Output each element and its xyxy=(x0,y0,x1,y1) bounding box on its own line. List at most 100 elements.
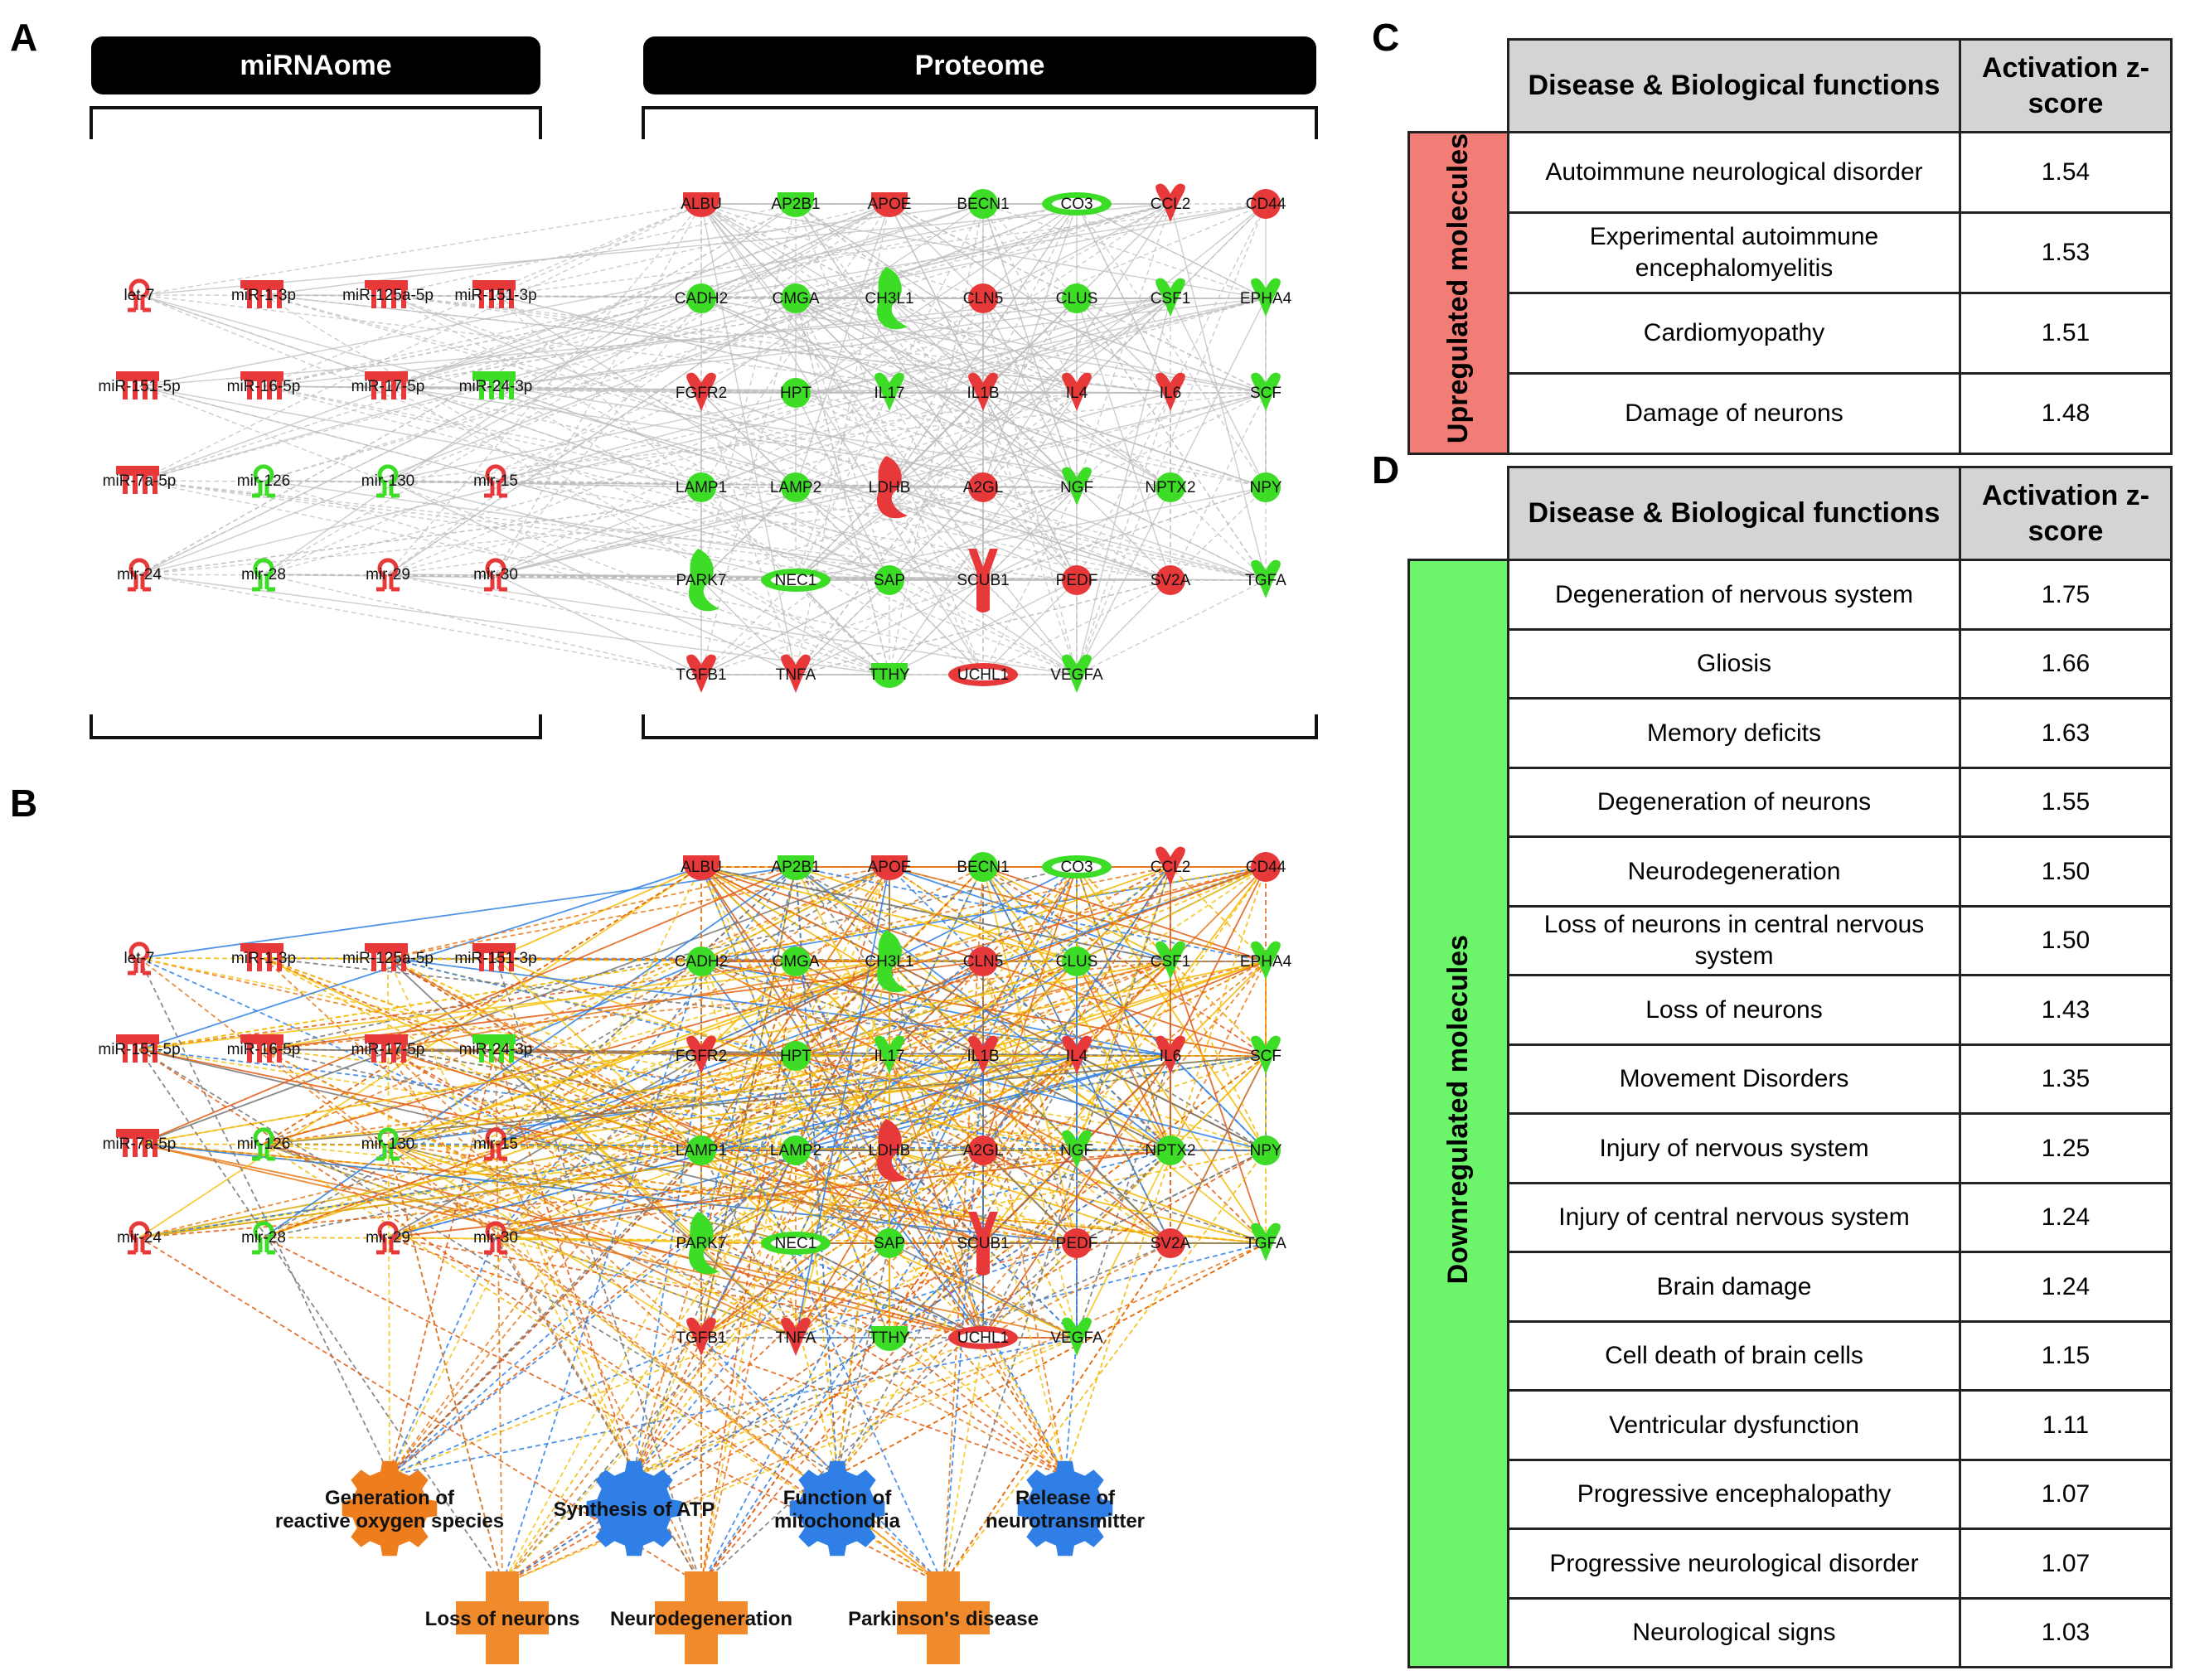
mirna-node-mir-1-3p: miR-1-3p xyxy=(231,280,296,308)
function-edge xyxy=(501,1337,1078,1586)
function-label: Parkinson's disease xyxy=(848,1608,1039,1630)
relationship-edge xyxy=(982,392,1078,488)
relationship-edge xyxy=(138,1143,1078,1244)
function-edge xyxy=(389,1242,984,1476)
node-label: IL1B xyxy=(967,1048,999,1065)
protein-node-csf1: CSF1 xyxy=(1151,941,1190,980)
node-label: mir-15 xyxy=(473,472,518,490)
function-edge xyxy=(387,957,635,1476)
relationship-edge xyxy=(263,574,702,581)
mirna-node-mir-126: mir-126 xyxy=(237,464,290,498)
node-label: CSF1 xyxy=(1151,290,1191,307)
protein-node-park7: PARK7 xyxy=(676,1212,726,1275)
function-label: Release of xyxy=(1015,1487,1116,1509)
relationship-edge xyxy=(700,203,797,675)
protein-node-tnfa: TNFA xyxy=(776,1317,816,1356)
protein-node-tthy: TTHY xyxy=(869,663,910,688)
bracket-bottom xyxy=(90,714,542,739)
function-edge xyxy=(942,1337,984,1586)
mirna-node-mir-7a-5p: miR-7a-5p xyxy=(103,1129,176,1157)
relationship-edge xyxy=(700,961,890,1057)
function-cell: Memory deficits xyxy=(1507,697,1961,769)
function-cell: Damage of neurons xyxy=(1507,371,1961,455)
node-label: CLN5 xyxy=(963,953,1004,971)
relationship-edge xyxy=(138,385,890,675)
function-cell: Progressive neurological disorder xyxy=(1507,1527,1961,1600)
zscore-cell: 1.50 xyxy=(1959,904,2173,976)
table-d: Disease & Biological functions Activatio… xyxy=(1407,466,2173,1668)
relationship-edge xyxy=(263,203,890,575)
relationship-edge xyxy=(495,487,890,575)
protein-node-ngf: NGF xyxy=(1060,467,1093,506)
relationship-edge xyxy=(495,294,890,394)
node-label: CLN5 xyxy=(963,290,1004,307)
node-label: IL4 xyxy=(1066,385,1088,402)
node-label: SV2A xyxy=(1151,572,1191,589)
relationship-edge xyxy=(795,1150,1267,1244)
relationship-edge xyxy=(387,961,890,1050)
relationship-edge xyxy=(982,866,1267,1244)
function-edge xyxy=(836,1242,890,1476)
relationship-edge xyxy=(263,1055,1078,1145)
relationship-edge xyxy=(138,1048,984,1151)
relationship-edge xyxy=(263,957,702,1151)
node-label: IL17 xyxy=(874,385,905,402)
relationship-edge xyxy=(263,294,890,675)
mirna-node-mir-151-3p: miR-151-3p xyxy=(454,943,537,971)
relationship-edge xyxy=(700,866,797,1339)
relationship-edge xyxy=(495,1055,702,1238)
node-label: mir-130 xyxy=(361,472,414,490)
node-label: mir-15 xyxy=(473,1135,518,1153)
mirna-node-mir-24-3p: miR-24-3p xyxy=(459,1034,532,1063)
relationship-edge xyxy=(263,203,797,575)
node-label: miR-7a-5p xyxy=(103,472,177,490)
relationship-edge xyxy=(795,298,1267,394)
relationship-edge xyxy=(1076,866,1267,1151)
node-label: mir-29 xyxy=(366,1229,410,1247)
node-label: CMGA xyxy=(773,290,820,307)
relationship-edge xyxy=(795,203,890,675)
relationship-edge xyxy=(387,294,1171,394)
function-label: reactive oxygen species xyxy=(275,1510,504,1532)
node-label: ALBU xyxy=(681,196,722,213)
function-edge xyxy=(889,1337,1066,1476)
function-node-neurodeg: Neurodegeneration xyxy=(610,1571,792,1664)
relationship-edge xyxy=(387,392,1078,575)
relationship-edge xyxy=(387,961,702,1238)
relationship-edge xyxy=(387,203,797,296)
node-label: AP2B1 xyxy=(771,859,820,876)
panel-b-edges xyxy=(138,866,1267,1586)
protein-node-uchl1: UCHL1 xyxy=(948,1326,1018,1349)
node-label: miR-1-3p xyxy=(231,287,296,304)
protein-node-becn1: BECN1 xyxy=(957,189,1010,219)
protein-node-cmga: CMGA xyxy=(773,947,820,976)
protein-node-tgfa: TGFA xyxy=(1245,559,1286,598)
relationship-edge xyxy=(889,866,1171,1057)
protein-node-uchl1: UCHL1 xyxy=(948,663,1018,686)
relationship-edge xyxy=(138,294,1171,581)
mirna-node-mir-15: mir-15 xyxy=(473,1127,518,1161)
node-label: mir-28 xyxy=(241,566,286,583)
zscore-cell: 1.07 xyxy=(1959,1458,2173,1530)
relationship-edge xyxy=(387,961,890,1145)
mirna-node-mir-28: mir-28 xyxy=(241,1221,286,1255)
relationship-edge xyxy=(495,392,702,482)
relationship-edge xyxy=(263,1048,1171,1151)
protein-node-ap2b1: AP2B1 xyxy=(771,192,821,217)
relationship-edge xyxy=(263,866,1267,1238)
function-edge xyxy=(633,866,1078,1476)
relationship-edge xyxy=(387,298,1267,482)
function-edge xyxy=(495,1237,944,1586)
relationship-edge xyxy=(889,487,1078,675)
relationship-edge xyxy=(495,203,890,296)
function-label: Function of xyxy=(783,1487,893,1509)
node-label: NEC1 xyxy=(775,572,817,589)
node-label: BECN1 xyxy=(957,859,1009,876)
function-cell: Injury of central nervous system xyxy=(1507,1181,1961,1253)
relationship-edge xyxy=(263,957,1171,1057)
